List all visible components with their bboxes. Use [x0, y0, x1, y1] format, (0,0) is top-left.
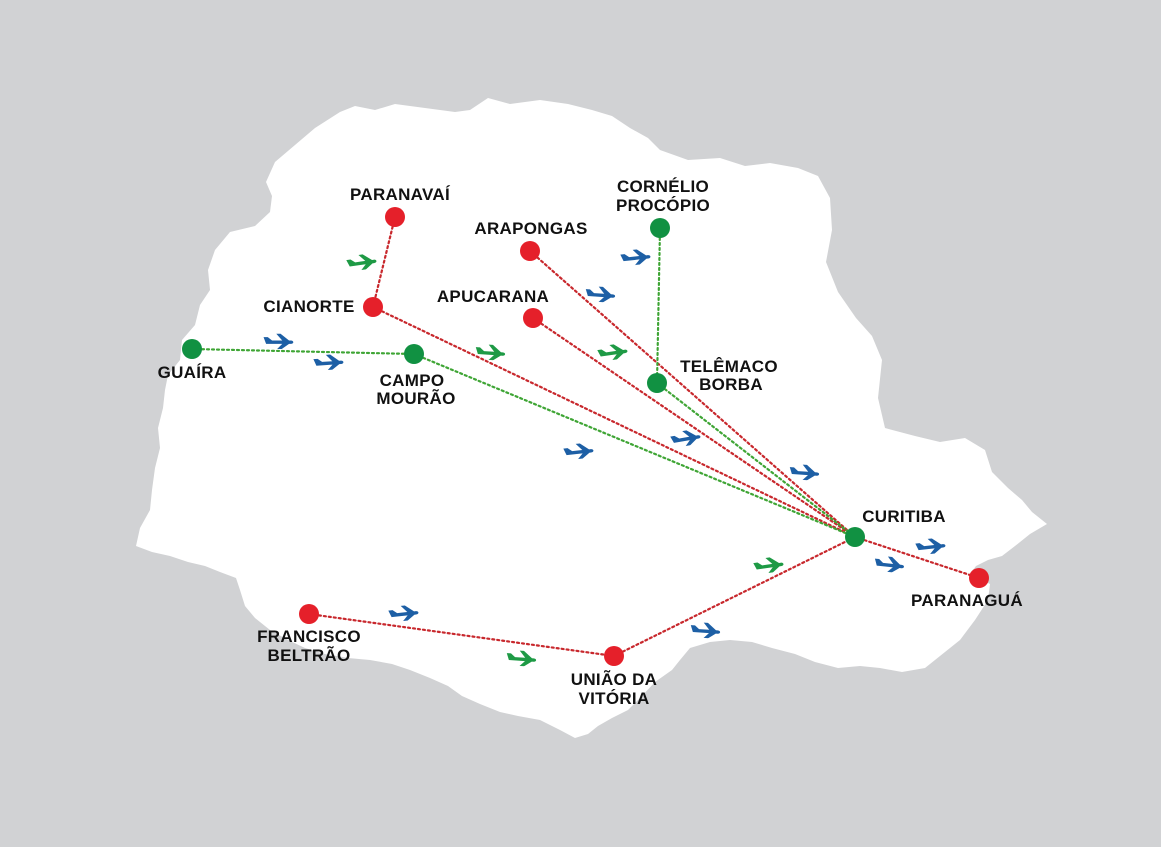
city-marker-cianorte: [363, 297, 383, 317]
route-line-apucarana-curitiba: [531, 316, 857, 539]
city-marker-arapongas: [520, 241, 540, 261]
route-line-campo_mourao-curitiba: [412, 352, 857, 539]
city-marker-campo-mourao: [404, 344, 424, 364]
city-label-campo-mourao-line1: CAMPO: [380, 371, 445, 390]
route-line-cianorte-curitiba: [371, 305, 857, 539]
route-line-paranavai-cianorte: [371, 215, 397, 309]
route-line-guaira-campo_mourao: [190, 347, 416, 356]
city-marker-telemaco-borba: [647, 373, 667, 393]
city-label-curitiba: CURITIBA: [862, 507, 946, 526]
city-label-telemaco-line2: BORBA: [699, 375, 763, 394]
city-label-cianorte: CIANORTE: [263, 297, 354, 316]
route-line-uniao-curitiba: [612, 535, 857, 658]
city-label-guaira: GUAÍRA: [158, 363, 227, 382]
route-line-cornelio-telemaco: [655, 226, 662, 385]
cities-layer: [182, 207, 989, 666]
city-marker-paranavai: [385, 207, 405, 227]
city-label-cornelio-line1: CORNÉLIO: [617, 177, 709, 196]
city-label-francisco-line2: BELTRÃO: [268, 645, 351, 665]
city-marker-francisco-beltrao: [299, 604, 319, 624]
city-label-telemaco-line1: TELÊMACO: [680, 357, 778, 376]
route-line-telemaco-curitiba: [655, 381, 857, 539]
city-marker-guaira: [182, 339, 202, 359]
route-line-arapongas-curitiba: [528, 249, 857, 539]
city-label-uniao-line1: UNIÃO DA: [571, 669, 657, 689]
city-label-francisco-line1: FRANCISCO: [257, 627, 361, 646]
city-label-cornelio-line2: PROCÓPIO: [616, 196, 710, 215]
city-label-apucarana: APUCARANA: [437, 287, 549, 306]
city-marker-apucarana: [523, 308, 543, 328]
city-label-paranavai: PARANAVAÍ: [350, 185, 451, 204]
city-marker-paranagua: [969, 568, 989, 588]
city-label-uniao-line2: VITÓRIA: [578, 689, 649, 708]
city-marker-cornelio-procopio: [650, 218, 670, 238]
routes-layer: [190, 215, 981, 658]
city-label-paranagua: PARANAGUÁ: [911, 591, 1023, 610]
route-line-curitiba-paranagua: [853, 535, 981, 580]
city-marker-curitiba: [845, 527, 865, 547]
city-marker-uniao-da-vitoria: [604, 646, 624, 666]
city-label-campo-mourao-line2: MOURÃO: [376, 388, 455, 408]
city-label-arapongas: ARAPONGAS: [474, 219, 587, 238]
route-line-francisco-uniao: [307, 612, 616, 658]
labels-layer: PARANAVAÍ CORNÉLIO PROCÓPIO ARAPONGAS AP…: [158, 177, 1023, 708]
